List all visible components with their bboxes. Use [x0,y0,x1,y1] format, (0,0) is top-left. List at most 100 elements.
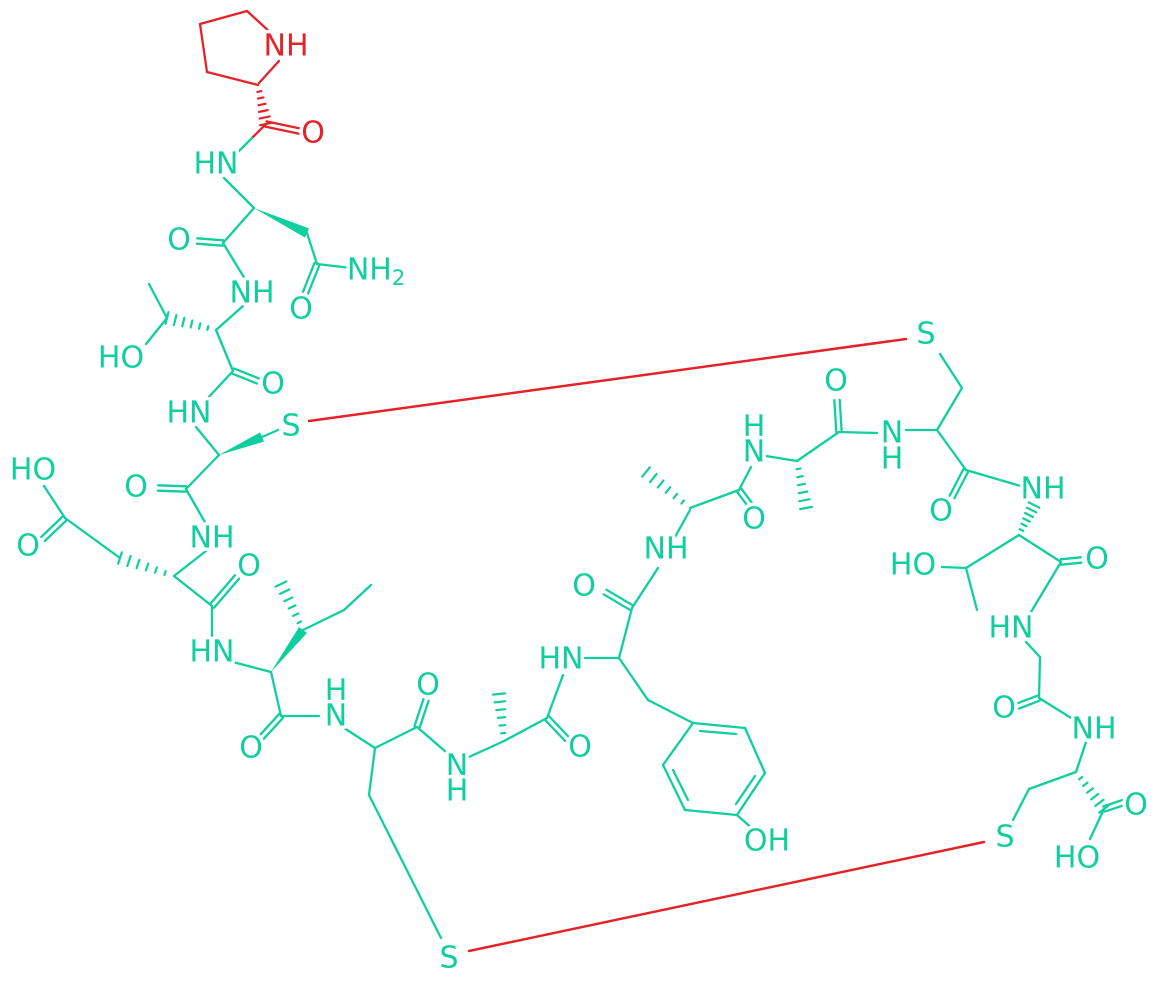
bond-line [737,465,753,492]
hash-bond-tick [278,588,291,596]
ala1-amide-n: N [446,749,468,784]
hash-bond-tick [796,482,807,487]
double-bond-line [301,261,316,295]
bond-line [734,774,757,806]
bond-line [245,9,273,35]
bond-line [301,608,346,632]
bond-line [661,763,687,812]
double-bond-line [43,518,69,543]
thr1-amide-nh: NH [230,276,275,311]
bond-line [1017,533,1063,564]
thr2-carbonyl-o: O [1085,542,1109,577]
bond-line [198,22,209,74]
double-bond-line [833,399,838,434]
gly-amide-hn: HN [989,611,1034,646]
double-bond-line [1059,556,1082,561]
bond-line [1027,770,1078,791]
hash-bond-tick [496,716,507,719]
thr2-ho: HO [890,548,936,583]
double-bond-line [1101,798,1126,808]
double-bond-line [230,372,259,385]
hash-bond-tick [799,505,813,511]
bond-line [250,122,268,140]
double-bond-line [306,263,321,297]
hash-bond-tick [680,499,686,505]
ala3-carbonyl-o: O [824,364,848,399]
bond-line [467,739,506,759]
disulfide-bond-line [467,840,986,953]
hash-bond-tick [189,319,194,329]
hash-bond-tick [126,554,132,568]
double-bond-line [547,714,571,739]
hash-bond-tick [1025,506,1038,514]
cys1-carbonyl-o: O [124,470,148,505]
bond-line [617,606,634,660]
bond-line [735,771,767,817]
hash-bond-tick [797,490,809,495]
ala2-carbonyl-o: O [742,502,766,537]
bond-line [688,488,741,510]
bond-line [194,425,221,457]
hash-bond-tick [672,492,679,500]
hash-bond-tick [1082,781,1089,788]
hash-bond-tick [664,486,672,494]
hash-bond-tick [206,324,210,332]
double-bond-line [605,588,635,607]
hash-bond-tick [1090,792,1100,801]
hash-bond-tick [656,479,665,489]
double-bond-line [196,237,225,242]
bond-line [1011,787,1031,822]
glu-amide-nh: NH [190,521,235,556]
hash-bond-tick [258,115,271,120]
cys1-s: S [281,409,300,444]
double-bond-line [232,367,261,380]
double-bond-line [838,398,843,433]
hash-bond-tick [287,604,297,610]
double-bond-line [39,514,65,539]
hash-bond-tick [1086,787,1094,794]
cys3-carbonyl-o: O [929,494,953,529]
hash-bond-tick [172,313,178,327]
bond-line [698,729,738,736]
pro-ring-nh: NH [264,29,309,64]
wedge-bond [219,432,264,455]
bond-line [315,262,353,270]
double-bond-line [418,699,430,730]
hash-bond-tick [641,466,651,478]
bond-line [938,352,964,390]
double-bond-line [208,574,237,606]
tyr-carbonyl-o: O [572,569,596,604]
hash-bond-tick [493,700,507,704]
bond-line [646,698,695,725]
pro-carbonyl-o: O [301,116,325,151]
double-bond-line [735,490,750,509]
bond-line [172,549,208,578]
glu-carbonyl-o: O [237,549,261,584]
cys2-carbonyl-o: O [416,668,440,703]
bond-line [342,583,373,612]
bond-line [214,304,245,332]
bond-line [1037,655,1042,700]
bond-line [214,328,235,373]
bond-line [683,808,739,817]
bond-line [221,241,247,281]
cys4-amide-nh: NH [1072,712,1117,747]
hash-bond-tick [257,102,267,107]
bond-line [204,369,235,402]
ile-carbonyl-o: O [239,731,263,766]
hash-bond-tick [1027,501,1041,509]
bond-line [837,430,879,435]
cys1-amide-hn: HN [167,396,212,431]
cys2-amide-n: N [325,699,347,734]
double-bond-line [156,489,188,493]
cterm-acid-o: O [1124,788,1148,823]
hash-bond-tick [795,467,802,471]
bond-line [673,508,692,539]
hash-bond-tick [181,316,186,328]
bond-line [1037,696,1078,723]
hash-bond-tick [495,708,507,712]
wedge-bond [271,626,307,672]
bond-line [198,9,249,26]
asn-amide-hn: HN [194,147,239,182]
